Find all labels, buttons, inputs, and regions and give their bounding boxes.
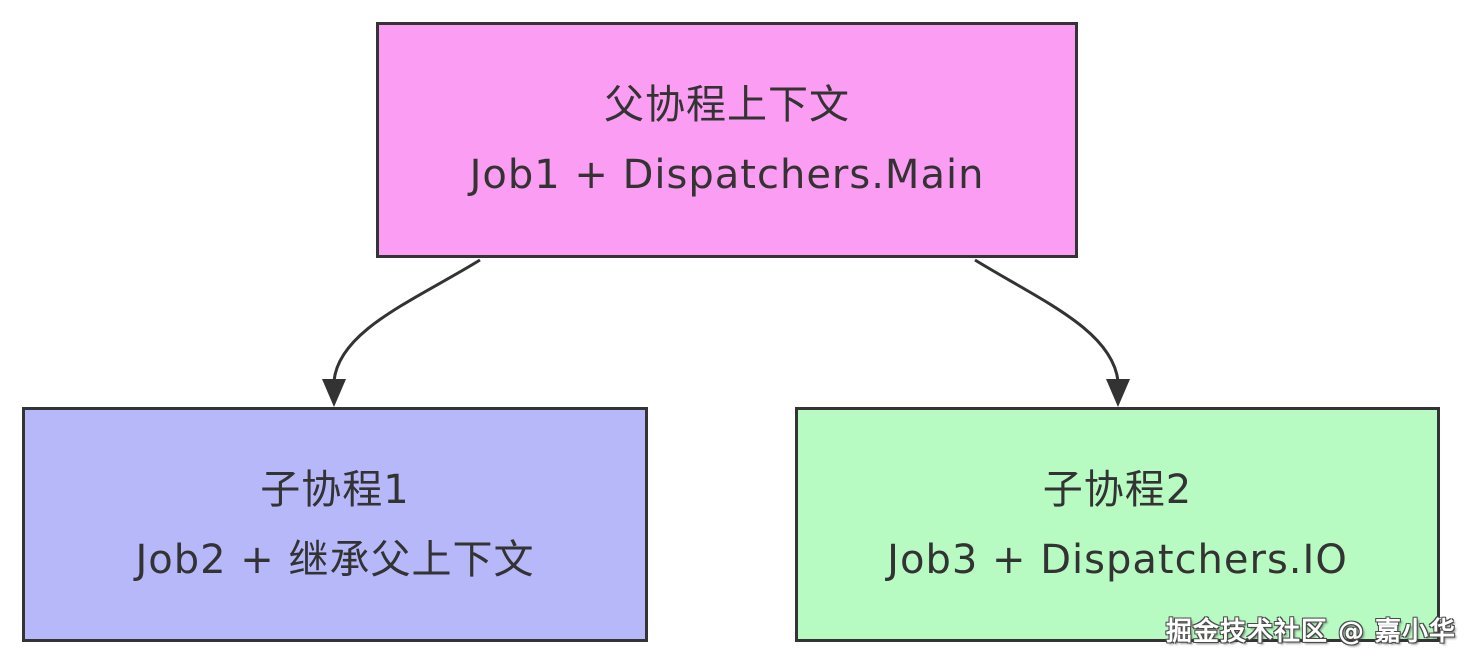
node-parent-title: 父协程上下文 — [604, 82, 850, 128]
watermark: 掘金技术社区 @ 嘉小华 — [1165, 617, 1456, 647]
node-child1-subtitle: Job2 + 继承父上下文 — [135, 536, 535, 583]
node-child1-title: 子协程1 — [260, 466, 410, 513]
node-parent-coroutine-context: 父协程上下文 Job1 + Dispatchers.Main — [376, 22, 1078, 258]
node-child-coroutine-2: 子协程2 Job3 + Dispatchers.IO — [795, 407, 1440, 642]
node-parent-subtitle: Job1 + Dispatchers.Main — [469, 152, 985, 198]
node-child2-title: 子协程2 — [1042, 466, 1193, 513]
node-child2-subtitle: Job3 + Dispatchers.IO — [887, 536, 1348, 583]
arrowhead-down-icon-child2 — [1106, 379, 1130, 407]
node-child-coroutine-1: 子协程1 Job2 + 继承父上下文 — [22, 407, 648, 642]
edge-parent-to-child2 — [974, 258, 1120, 382]
arrowhead-down-icon-child1 — [322, 379, 346, 407]
edge-parent-to-child1 — [332, 258, 481, 382]
